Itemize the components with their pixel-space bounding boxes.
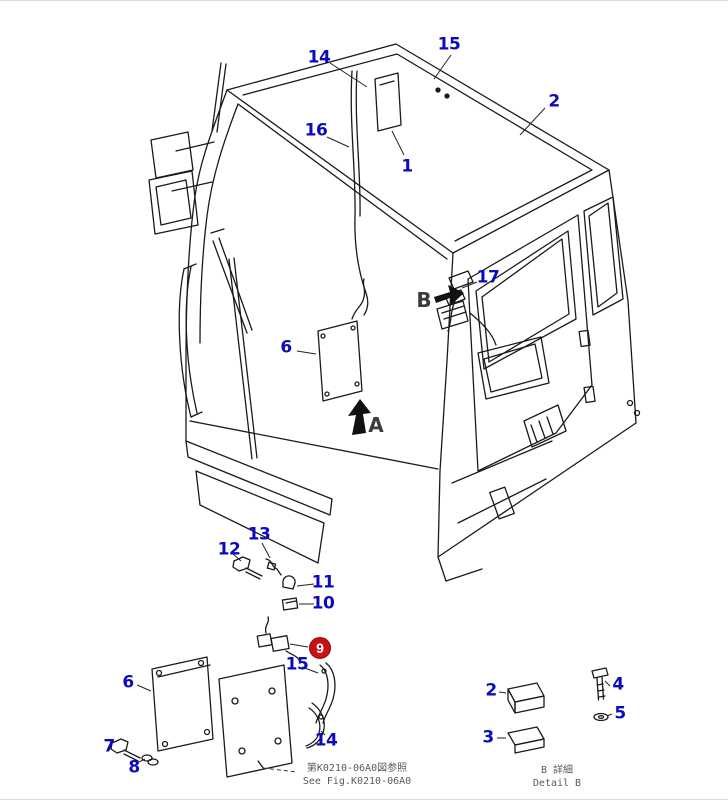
- bottom-left-parts: [110, 556, 336, 778]
- callout-6-cab[interactable]: 6: [280, 337, 292, 358]
- roof-outline: [226, 43, 610, 254]
- detail-b-label-en: Detail B: [532, 778, 582, 789]
- bracket-15: [315, 662, 336, 724]
- callout-7[interactable]: 7: [103, 736, 115, 757]
- callout-2-detail[interactable]: 2: [485, 680, 497, 701]
- washer-5: [593, 712, 609, 722]
- figure-reference-note: 第K0210-06A0図参照 See Fig.K0210-06A0: [292, 762, 422, 788]
- callout-14-top[interactable]: 14: [307, 47, 331, 68]
- wiper-blade: [212, 237, 253, 334]
- callout-11[interactable]: 11: [311, 572, 335, 593]
- washer-8: [141, 754, 159, 766]
- cab-body-group: [185, 43, 641, 582]
- arrow-b-icon: [434, 285, 464, 305]
- part-3-detail: [507, 726, 545, 754]
- detail-b-label-jp: B 詳細: [540, 765, 574, 776]
- callout-8[interactable]: 8: [128, 757, 140, 778]
- figure-reference-en: See Fig.K0210-06A0: [302, 776, 412, 787]
- bolt-12: [232, 556, 263, 580]
- callout-12[interactable]: 12: [217, 539, 241, 560]
- view-arrows: [348, 285, 464, 435]
- bolt-7: [110, 738, 141, 762]
- callout-6-bottom[interactable]: 6: [122, 672, 134, 693]
- clip-13: [265, 558, 282, 576]
- callout-1[interactable]: 1: [401, 156, 413, 177]
- callout-15-top[interactable]: 15: [437, 34, 461, 55]
- left-mirror-group: [148, 62, 258, 460]
- arrow-a-icon: [348, 399, 371, 435]
- detail-b-parts: [507, 667, 609, 754]
- part-6-box-cab: [317, 278, 366, 402]
- view-letter-b: B: [416, 288, 432, 312]
- callout-5[interactable]: 5: [614, 703, 626, 724]
- callout-10[interactable]: 10: [311, 593, 335, 614]
- roof-inner-line: [242, 53, 593, 242]
- dashed-leader: [262, 767, 298, 773]
- part-17-assembly: [436, 270, 474, 332]
- clamp-11: [282, 575, 296, 590]
- bolt-4: [591, 667, 609, 701]
- detail-b-label: B 詳細 Detail B: [522, 764, 592, 790]
- callout-17[interactable]: 17: [476, 267, 500, 288]
- figure-reference-jp: 第K0210-06A0図参照: [306, 763, 408, 774]
- callout-14-bottom[interactable]: 14: [314, 730, 338, 751]
- callout-3[interactable]: 3: [482, 727, 494, 748]
- right-door-group: [451, 196, 624, 524]
- clamp-10: [281, 597, 299, 611]
- grab-rail: [178, 266, 198, 418]
- right-mirror: [469, 312, 497, 346]
- callout-13[interactable]: 13: [247, 524, 271, 545]
- part-6-box-bottom: [151, 656, 214, 752]
- leader-lines: [136, 54, 613, 764]
- mount-panel: [218, 664, 293, 778]
- antenna-cable: [350, 70, 450, 316]
- part-2-detail: [507, 682, 545, 714]
- callout-15-bottom[interactable]: 15: [285, 654, 309, 675]
- connector-9: [256, 616, 301, 662]
- callout-2-cab[interactable]: 2: [548, 91, 560, 112]
- callout-4[interactable]: 4: [612, 674, 624, 695]
- callout-9-badge[interactable]: 9: [309, 637, 331, 659]
- view-letter-a: A: [368, 413, 384, 437]
- callout-16[interactable]: 16: [304, 120, 328, 141]
- part-1-box: [374, 72, 402, 132]
